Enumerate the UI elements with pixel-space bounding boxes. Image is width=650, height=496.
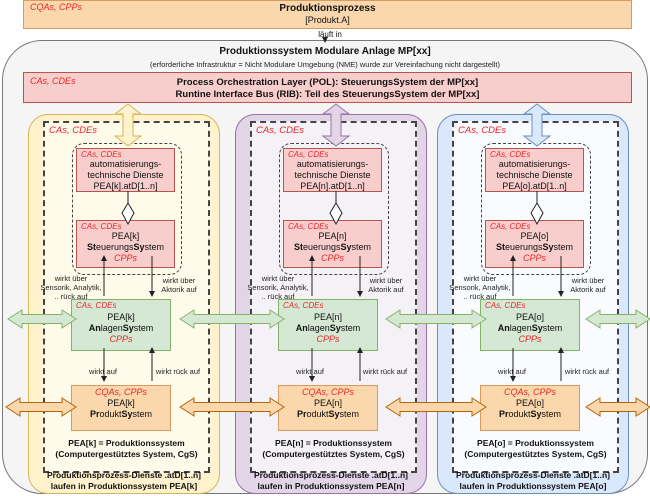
plant-name: AnlagenSystem	[295, 323, 361, 333]
acts-on-label: wirkt auf	[498, 367, 526, 376]
automation-services-box: CAs, CDEs automatisierungs- technische D…	[283, 148, 382, 192]
control-tag: CAs, CDEs	[288, 222, 329, 231]
acts-back-label: wirkt rück auf	[564, 367, 610, 376]
column-footer: Produktionsprozess-Dienste .atD[1..n]lau…	[456, 470, 610, 491]
product-id: PEA[o]	[515, 398, 544, 408]
atd-tag: CAs, CDEs	[490, 150, 531, 159]
product-tag: CQAs, CPPs	[301, 387, 354, 397]
plant-system-box: CAs, CDEs PEA[o] AnlagenSystem CPPs	[480, 299, 580, 351]
control-name: SteuerungsSystem	[495, 242, 574, 252]
inner-tag: CAs, CDEs	[49, 125, 98, 136]
control-system-box: CAs, CDEs PEA[k] SteuerungsSystem CPPs	[76, 220, 175, 268]
plant-system-box: CAs, CDEs PEA[n] AnlagenSystem CPPs	[278, 299, 378, 351]
product-tag: CQAs, CPPs	[503, 387, 556, 397]
control-name: SteuerungsSystem	[86, 242, 165, 252]
column-footer: Produktionsprozess-Dienste .atD[1..n]lau…	[254, 470, 408, 491]
atd-line: technische Dienste	[294, 170, 371, 180]
atd-tag: CAs, CDEs	[81, 150, 122, 159]
product-system-box: CQAs, CPPs PEA[o] ProduktSystem	[480, 385, 580, 431]
system-title: Produktionssystem Modulare Anlage MP[xx]	[219, 46, 431, 57]
column-footer: Produktionsprozess-Dienste .atD[1..n]lau…	[47, 470, 201, 491]
atd-line: automatisierungs-	[89, 159, 162, 169]
product-name: ProduktSystem	[89, 409, 153, 419]
atd-id: PEA[o].atD[1..n]	[502, 181, 567, 191]
product-tag: CQAs, CPPs	[94, 387, 147, 397]
atd-id: PEA[k].atD[1..n]	[93, 181, 158, 191]
atd-tag: CAs, CDEs	[288, 150, 329, 159]
pea-system-boundary: CAs, CDEs CAs, CDEs automatisierungs- te…	[40, 121, 210, 473]
control-cpp: CPPs	[522, 253, 546, 263]
control-cpp: CPPs	[113, 253, 137, 263]
control-group-boundary: CAs, CDEs automatisierungs- technische D…	[279, 143, 389, 275]
column-pea-k: CAs, CDEs CAs, CDEs automatisierungs- te…	[28, 114, 220, 494]
plant-id: PEA[n]	[313, 312, 342, 322]
plant-cpp: CPPs	[316, 334, 340, 344]
control-id: PEA[n]	[318, 231, 347, 241]
plant-id: PEA[o]	[515, 312, 544, 322]
process-subtitle: [Produkt.A]	[305, 15, 350, 25]
acts-on-label: wirkt auf	[296, 367, 324, 376]
atd-line: automatisierungs-	[498, 159, 571, 169]
column-pea-o: CAs, CDEs CAs, CDEs automatisierungs- te…	[437, 114, 629, 494]
control-group-boundary: CAs, CDEs automatisierungs- technische D…	[72, 143, 182, 275]
acts-back-label: wirkt rück auf	[155, 367, 201, 376]
control-system-box: CAs, CDEs PEA[n] SteuerungsSystem CPPs	[283, 220, 382, 268]
control-name: SteuerungsSystem	[293, 242, 372, 252]
plant-name: AnlagenSystem	[88, 323, 154, 333]
inner-tag: CAs, CDEs	[458, 125, 507, 136]
pol-line: Process Orchestration Layer (POL): Steue…	[176, 77, 479, 88]
atd-id: PEA[n].atD[1..n]	[300, 181, 365, 191]
pea-system-boundary: CAs, CDEs CAs, CDEs automatisierungs- te…	[449, 121, 619, 473]
control-tag: CAs, CDEs	[81, 222, 122, 231]
control-tag: CAs, CDEs	[490, 222, 531, 231]
acts-on-label: wirkt auf	[89, 367, 117, 376]
plant-cpp: CPPs	[518, 334, 542, 344]
system-subtitle: (erforderliche Infrastruktur = Nicht Mod…	[150, 60, 500, 69]
runs-in-label: läuft in	[318, 30, 342, 39]
pea-definition: PEA[o] = Produktionssystem(Computergestü…	[464, 438, 607, 459]
pea-definition: PEA[k] = Produktionssystem(Computergestü…	[55, 438, 198, 459]
control-id: PEA[k]	[111, 231, 140, 241]
atd-line: automatisierungs-	[296, 159, 369, 169]
plant-tag: CAs, CDEs	[283, 301, 324, 310]
pol-rib-box: CAs, CDEs Process Orchestration Layer (P…	[23, 72, 632, 103]
process-tag: CQAs, CPPs	[30, 2, 83, 12]
product-id: PEA[n]	[313, 398, 342, 408]
plant-tag: CAs, CDEs	[485, 301, 526, 310]
control-group-boundary: CAs, CDEs automatisierungs- technische D…	[481, 143, 591, 275]
plant-name: AnlagenSystem	[497, 323, 563, 333]
pol-tag: CAs, CDEs	[30, 76, 76, 86]
product-system-box: CQAs, CPPs PEA[k] ProduktSystem	[71, 385, 171, 431]
control-cpp: CPPs	[320, 253, 344, 263]
atd-line: technische Dienste	[87, 170, 164, 180]
product-id: PEA[k]	[107, 398, 135, 408]
plant-system-box: CAs, CDEs PEA[k] AnlagenSystem CPPs	[71, 299, 171, 351]
plant-id: PEA[k]	[107, 312, 135, 322]
production-process-box: CQAs, CPPs Produktionsprozess [Produkt.A…	[23, 0, 632, 29]
column-pea-n: CAs, CDEs CAs, CDEs automatisierungs- te…	[235, 114, 427, 494]
pea-definition: PEA[n] = Produktionssystem(Computergestü…	[262, 438, 405, 459]
control-id: PEA[o]	[520, 231, 549, 241]
process-title: Produktionsprozess	[279, 3, 376, 14]
pea-system-boundary: CAs, CDEs CAs, CDEs automatisierungs- te…	[247, 121, 417, 473]
automation-services-box: CAs, CDEs automatisierungs- technische D…	[76, 148, 175, 192]
atd-line: technische Dienste	[496, 170, 573, 180]
product-name: ProduktSystem	[498, 409, 562, 419]
acts-back-label: wirkt rück auf	[362, 367, 408, 376]
rib-line: Runtine Interface Bus (RIB): Teil des St…	[175, 89, 480, 100]
product-system-box: CQAs, CPPs PEA[n] ProduktSystem	[278, 385, 378, 431]
plant-tag: CAs, CDEs	[76, 301, 117, 310]
product-name: ProduktSystem	[296, 409, 360, 419]
inner-tag: CAs, CDEs	[256, 125, 305, 136]
automation-services-box: CAs, CDEs automatisierungs- technische D…	[485, 148, 584, 192]
plant-cpp: CPPs	[109, 334, 133, 344]
control-system-box: CAs, CDEs PEA[o] SteuerungsSystem CPPs	[485, 220, 584, 268]
